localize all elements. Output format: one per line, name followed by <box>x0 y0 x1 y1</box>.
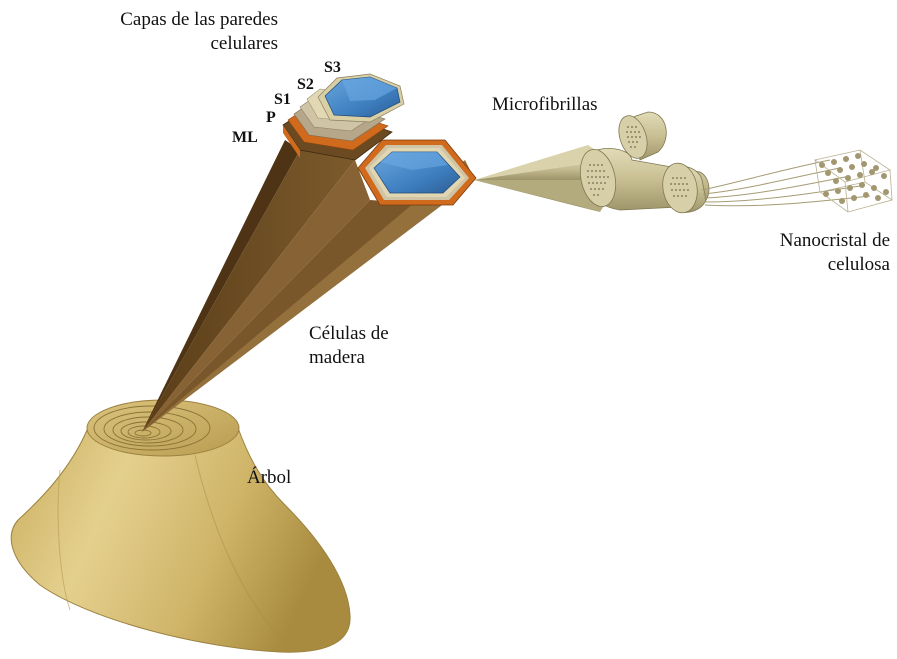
nanocrystal-label-line1: Nanocristal de <box>724 229 890 253</box>
layer-label-s1: S1 <box>274 92 291 108</box>
wood-cell-front <box>358 140 476 205</box>
wood-cells-label: Células de madera <box>309 322 389 370</box>
nanocrystal-label: Nanocristal de celulosa <box>724 229 890 277</box>
layer-label-s3: S3 <box>324 60 341 76</box>
layer-label-ml: ML <box>232 130 258 146</box>
cell-wall-layers-label-line1: Capas de las paredes <box>76 8 278 32</box>
microfibril-bundles <box>575 112 709 216</box>
cell-wall-layers-label-line2: celulares <box>76 32 278 56</box>
tree-label: Árbol <box>247 466 291 490</box>
wood-cells-label-line2: madera <box>309 346 389 370</box>
cell-wall-layers-label: Capas de las paredes celulares <box>76 8 278 56</box>
layer-label-p: P <box>266 110 276 126</box>
nanocrystal-label-line2: celulosa <box>724 253 890 277</box>
layer-label-s2: S2 <box>297 77 314 93</box>
nanocrystal-structure <box>702 150 892 212</box>
tree-stump <box>11 400 350 652</box>
microfibrils-label: Microfibrillas <box>492 93 598 117</box>
wood-cells-label-line1: Células de <box>309 322 389 346</box>
